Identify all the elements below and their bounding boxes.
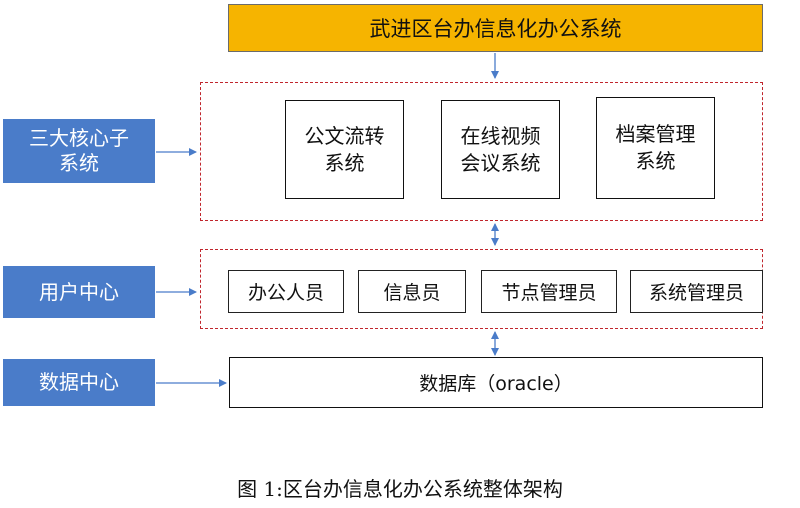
- database-label: 数据库（oracle）: [419, 373, 573, 395]
- role-office-staff: 办公人员: [228, 270, 344, 313]
- role-system-admin: 系统管理员: [630, 270, 763, 313]
- core-subsystems-group: [200, 82, 763, 221]
- role-node-admin: 节点管理员: [481, 270, 617, 313]
- side-label-text: 数据中心: [39, 370, 119, 394]
- side-label-user-center: 用户中心: [3, 266, 155, 318]
- role-label: 系统管理员: [648, 282, 744, 304]
- core-subsystem-document-flow: 公文流转 系统: [285, 100, 404, 199]
- core-subsystem-label: 公文流转 系统: [304, 123, 385, 175]
- side-label-text: 三大核心子 系统: [29, 126, 129, 175]
- role-information-officer: 信息员: [358, 270, 466, 313]
- role-label: 信息员: [383, 282, 441, 304]
- role-label: 节点管理员: [501, 282, 597, 304]
- side-label-data-center: 数据中心: [3, 359, 155, 406]
- system-title: 武进区台办信息化办公系统: [369, 17, 622, 41]
- core-subsystem-video-conference: 在线视频 会议系统: [441, 100, 560, 199]
- core-subsystem-archive-management: 档案管理 系统: [596, 97, 715, 199]
- figure-caption: 图 1:区台办信息化办公系统整体架构: [0, 472, 800, 502]
- database-box: 数据库（oracle）: [229, 357, 763, 408]
- role-label: 办公人员: [247, 282, 324, 304]
- side-label-text: 用户中心: [39, 279, 119, 304]
- core-subsystem-label: 档案管理 系统: [615, 122, 696, 173]
- core-subsystem-label: 在线视频 会议系统: [460, 123, 541, 175]
- side-label-core-subsystems: 三大核心子 系统: [3, 119, 155, 183]
- figure-caption-text: 图 1:区台办信息化办公系统整体架构: [237, 476, 563, 501]
- system-title-box: 武进区台办信息化办公系统: [228, 4, 763, 52]
